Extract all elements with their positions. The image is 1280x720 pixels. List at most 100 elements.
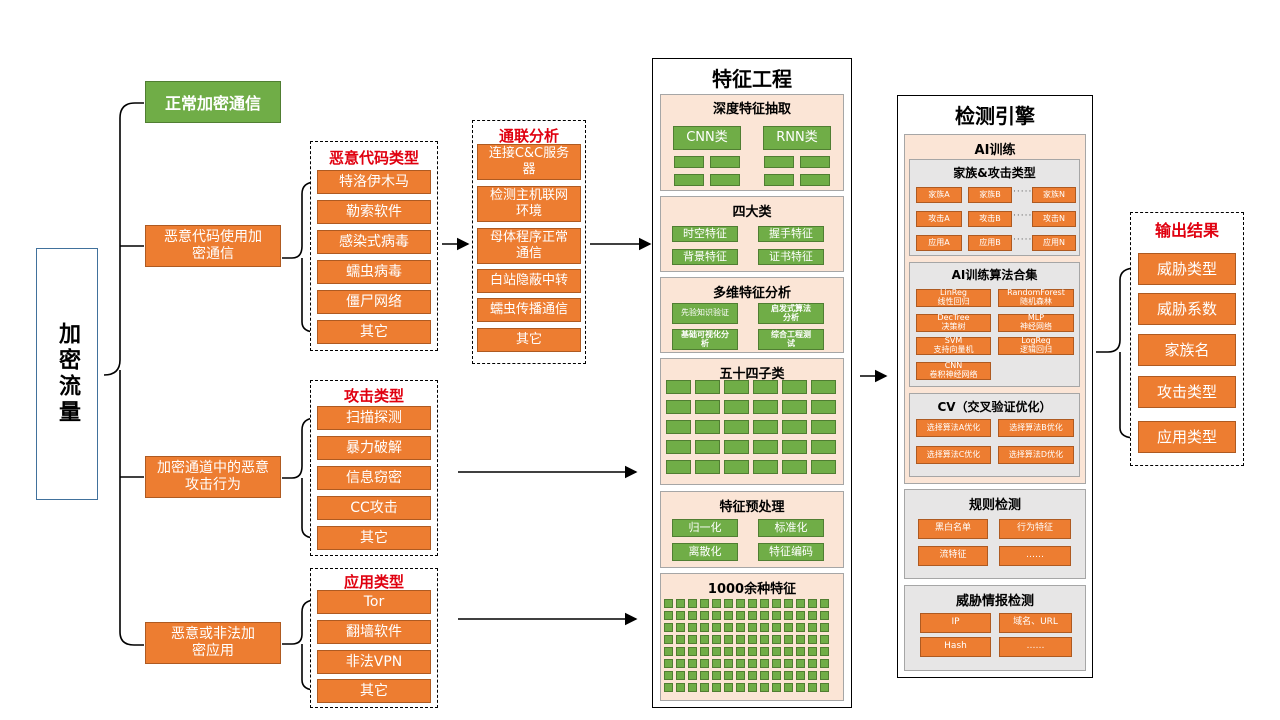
feature-cell [724, 623, 733, 632]
family-item: 家族N [1032, 187, 1076, 203]
feature-cell [796, 647, 805, 656]
feature-cell [784, 611, 793, 620]
subclass-cell [724, 380, 749, 394]
feature-cell [820, 659, 829, 668]
subclass-cell [724, 420, 749, 434]
output-item: 威胁系数 [1138, 293, 1236, 325]
feature-cell [676, 659, 685, 668]
feature-cell [820, 683, 829, 692]
feature-cell [808, 683, 817, 692]
feature-cell [808, 635, 817, 644]
feature-cell [676, 683, 685, 692]
rule-item: 流特征 [918, 546, 988, 566]
feature-cell [784, 647, 793, 656]
feature-cell [760, 623, 769, 632]
normal-node: 正常加密通信 [145, 81, 281, 123]
feature-cell [712, 611, 721, 620]
correlation-item: 连接C&C服务器 [477, 144, 581, 180]
attack-item: 攻击A [916, 211, 962, 227]
cv-item: 选择算法B优化 [998, 419, 1074, 437]
feature-cell [700, 623, 709, 632]
feature-cell [676, 611, 685, 620]
app-types-title: 应用类型 [343, 573, 404, 591]
feature-cell [772, 683, 781, 692]
attack-brace [282, 417, 317, 479]
app-item: 应用N [1032, 235, 1076, 251]
detection-engine-title: 检测引擎 [955, 104, 1035, 128]
feature-cell [772, 647, 781, 656]
family-attack-title: 家族&攻击类型 [953, 166, 1036, 180]
feature-cell [664, 599, 673, 608]
feature-cell [784, 671, 793, 680]
feature-cell [688, 683, 697, 692]
subclass-cell [782, 380, 807, 394]
correlation-item: 白站隐蔽中转 [477, 269, 581, 293]
thousand-features-grid [664, 599, 840, 699]
feature-cell [736, 635, 745, 644]
rule-item: 行为特征 [999, 519, 1071, 539]
feature-cell [676, 671, 685, 680]
feature-cell [808, 599, 817, 608]
attack-type-item: 信息窃密 [317, 466, 431, 490]
feature-cell [784, 599, 793, 608]
feature-cell [736, 659, 745, 668]
feature-cell [736, 647, 745, 656]
subclass-cell [753, 400, 778, 414]
feature-cell [820, 611, 829, 620]
family-item: 家族B [968, 187, 1012, 203]
ellipsis: ······ [1013, 235, 1037, 245]
app-type-item: 其它 [317, 679, 431, 703]
deep-cell [710, 174, 740, 186]
correlation-item: 母体程序正常通信 [477, 228, 581, 264]
feature-cell [676, 635, 685, 644]
attack-behavior-node: 加密通道中的恶意攻击行为 [145, 456, 281, 498]
subclass-cell [811, 400, 836, 414]
multi-dim-item: 基础可视化分析 [672, 329, 738, 350]
feature-cell [784, 623, 793, 632]
feature-cell [664, 671, 673, 680]
feature-cell [664, 611, 673, 620]
subclass-cell [724, 400, 749, 414]
feature-cell [688, 611, 697, 620]
feature-cell [724, 599, 733, 608]
cv-title: CV（交叉验证优化） [937, 400, 1052, 414]
feature-cell [772, 623, 781, 632]
feature-cell [664, 623, 673, 632]
feature-cell [820, 647, 829, 656]
feature-cell [688, 671, 697, 680]
feature-cell [796, 611, 805, 620]
feature-cell [688, 647, 697, 656]
subclass-cell [753, 440, 778, 454]
feature-cell [700, 683, 709, 692]
cnn-box: CNN类 [673, 126, 741, 150]
four-category-item: 背景特征 [672, 249, 738, 265]
subclass-cell [666, 420, 691, 434]
malware-use-node: 恶意代码使用加密通信 [145, 225, 281, 267]
root-brace [103, 102, 144, 376]
algorithm-item: LinReg 线性回归 [916, 288, 991, 307]
subclass-cell [782, 440, 807, 454]
feature-cell [796, 659, 805, 668]
intel-item: Hash [920, 637, 991, 657]
feature-cell [796, 635, 805, 644]
illegal-app-label: 恶意或非法加密应用 [171, 626, 255, 659]
subclass-cell [811, 460, 836, 474]
rule-detection-title: 规则检测 [968, 498, 1021, 513]
feature-cell [772, 671, 781, 680]
feature-cell [712, 659, 721, 668]
feature-cell [724, 683, 733, 692]
feature-cell [712, 635, 721, 644]
app-item: 应用B [968, 235, 1012, 251]
feature-cell [700, 599, 709, 608]
app-type-item: Tor [317, 590, 431, 614]
app-item: 应用A [916, 235, 962, 251]
subclass-cell [695, 420, 720, 434]
feature-cell [784, 659, 793, 668]
feature-cell [772, 659, 781, 668]
malware-type-item: 特洛伊木马 [317, 170, 431, 194]
preprocess-item: 标准化 [758, 519, 824, 537]
deep-cell [674, 174, 704, 186]
feature-cell [748, 599, 757, 608]
subclass-cell [753, 460, 778, 474]
